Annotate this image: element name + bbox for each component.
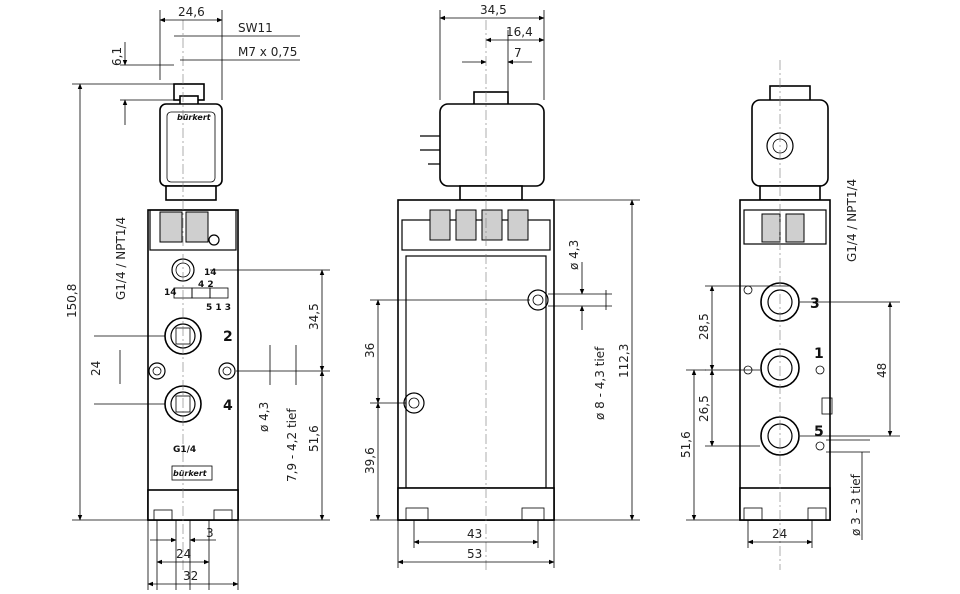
right-dim-hole: ø 3 - 3 tief (849, 473, 863, 536)
side-dim-53: 53 (467, 547, 482, 561)
front-yoke (165, 185, 217, 201)
side-view: 34,5 16,4 7 112,3 ø 4,3 ø 8 - 4,3 tief 3… (363, 3, 640, 570)
front-dim-24-6: 24,6 (178, 5, 205, 19)
right-port-thread: G1/4 / NPT1/4 (845, 179, 859, 262)
front-body-logo: bürkert (173, 469, 208, 478)
right-dim-48: 48 (875, 363, 889, 378)
front-port-2-label: 2 (223, 329, 233, 345)
side-dim-hole: ø 4,3 (567, 240, 581, 270)
right-port-3-label: 3 (810, 296, 820, 312)
front-dim-hole: ø 4,3 (257, 402, 271, 432)
front-dim-counterbore: 7,9 - 4,2 tief (285, 408, 299, 482)
front-dim-24-v: 24 (89, 361, 103, 376)
side-dim-43: 43 (467, 527, 482, 541)
front-base (147, 489, 239, 521)
right-dim-28-5: 28,5 (697, 313, 711, 340)
right-coil (751, 99, 829, 187)
side-dim-34-5: 34,5 (480, 3, 507, 17)
right-dim-24: 24 (772, 527, 787, 541)
right-dim-51-6: 51,6 (679, 431, 693, 458)
symbol-42: 4 2 (198, 280, 214, 290)
right-port-1-label: 1 (814, 346, 824, 362)
right-dim-26-5: 26,5 (697, 395, 711, 422)
front-view: bürkert 14 14 4 2 5 1 3 2 4 G1/4 (65, 5, 330, 590)
side-dim-36: 36 (363, 343, 377, 358)
front-dim-34-5: 34,5 (307, 303, 321, 330)
side-dim-7: 7 (514, 46, 522, 60)
side-dim-16-4: 16,4 (506, 25, 533, 39)
side-dim-112-3: 112,3 (617, 344, 631, 378)
front-dim-thread: M7 x 0,75 (238, 45, 297, 59)
front-port-4-label: 4 (223, 398, 233, 414)
front-dim-24-h: 24 (176, 547, 191, 561)
side-yoke (459, 185, 523, 201)
front-dim-6-1: 6,1 (110, 47, 124, 66)
front-dim-150-8: 150,8 (65, 284, 79, 318)
right-port-5-label: 5 (814, 424, 824, 440)
front-coil-logo: bürkert (177, 113, 212, 122)
front-port-14-label: 14 (204, 268, 217, 278)
front-bottom-thread: G1/4 (173, 445, 196, 455)
symbol-513: 5 1 3 (206, 303, 231, 313)
side-base (397, 487, 555, 521)
symbol-14: 14 (164, 288, 177, 298)
right-base (739, 487, 831, 521)
front-port-thread: G1/4 / NPT1/4 (114, 217, 128, 300)
front-dim-3: 3 (206, 526, 214, 540)
front-dim-51-6: 51,6 (307, 425, 321, 452)
front-dim-32: 32 (183, 569, 198, 583)
side-dim-39-6: 39,6 (363, 447, 377, 474)
right-view: 3 1 5 G1/4 / NPT1/4 28,5 26,5 51,6 48 (679, 60, 900, 570)
side-valve-body (397, 199, 555, 521)
side-dim-counterbore: ø 8 - 4,3 tief (593, 346, 607, 420)
side-coil (439, 103, 545, 187)
front-dim-sw11: SW11 (238, 21, 273, 35)
